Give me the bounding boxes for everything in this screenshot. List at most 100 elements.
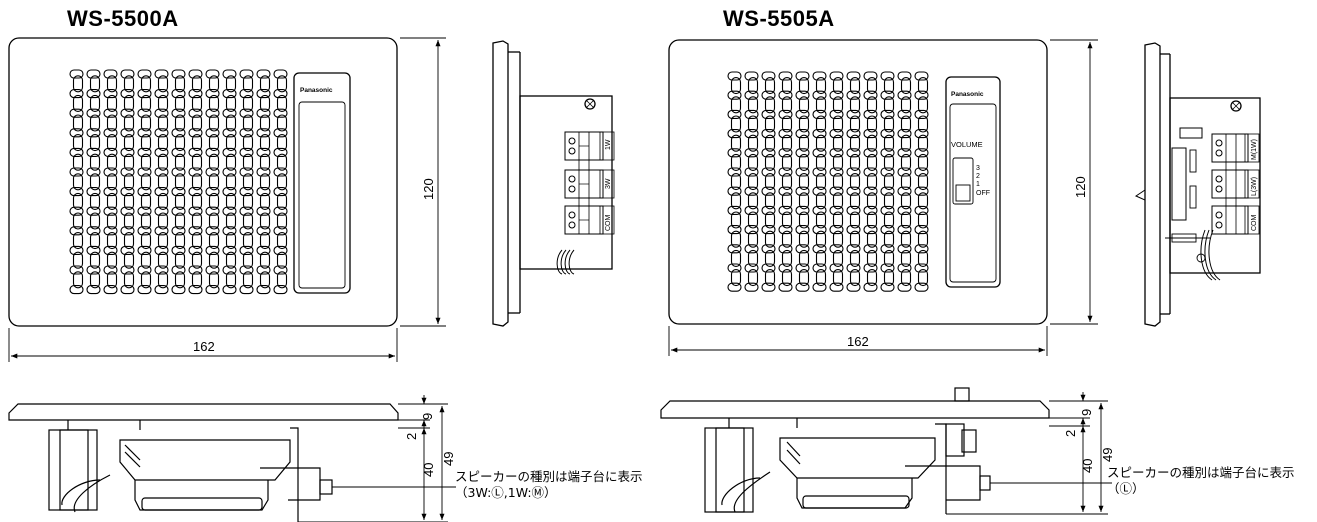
grille-slot bbox=[730, 115, 742, 133]
grille-slot bbox=[205, 167, 220, 177]
terminal-label-com: COM bbox=[605, 215, 612, 232]
terminal-label-l: L(3W) bbox=[1251, 177, 1258, 196]
grille-slot bbox=[849, 77, 861, 95]
grille-slot bbox=[764, 153, 776, 171]
grille-slot bbox=[727, 148, 742, 158]
grille-slot bbox=[171, 167, 186, 177]
grille-slot bbox=[795, 109, 810, 119]
grille-slot bbox=[137, 265, 152, 275]
grille-slot bbox=[761, 225, 776, 235]
grille-slot bbox=[764, 230, 776, 248]
grille-slot bbox=[137, 89, 152, 99]
grille-slot bbox=[883, 211, 895, 229]
side-view-left bbox=[492, 40, 615, 327]
grille-slot bbox=[256, 147, 271, 157]
grille-slot bbox=[917, 173, 929, 191]
grille-slot bbox=[72, 75, 84, 93]
grille-slot bbox=[727, 167, 742, 177]
grille-slot bbox=[106, 232, 118, 250]
grille-slot bbox=[188, 285, 203, 295]
grille-slot bbox=[171, 245, 186, 255]
grille-slot bbox=[764, 192, 776, 210]
grille-slot bbox=[761, 109, 776, 119]
grille-slot bbox=[798, 249, 810, 267]
grille-slot bbox=[730, 96, 742, 114]
grille-slot bbox=[225, 192, 237, 210]
grille-slot bbox=[812, 148, 827, 158]
grille-slot bbox=[106, 251, 118, 269]
grille-slot bbox=[157, 232, 169, 250]
grille-slot bbox=[730, 173, 742, 191]
grille-slot bbox=[276, 212, 288, 230]
grille-slot bbox=[174, 271, 186, 289]
grille-slot bbox=[866, 269, 878, 287]
front-view-right bbox=[668, 39, 1048, 325]
grille-slot bbox=[256, 265, 271, 275]
grille-slot bbox=[140, 212, 152, 230]
grille-slot bbox=[120, 285, 135, 295]
grille-slot bbox=[154, 69, 169, 79]
grille-slot bbox=[140, 251, 152, 269]
grille-slot bbox=[866, 96, 878, 114]
grille-slot bbox=[273, 226, 288, 236]
grille-slot bbox=[86, 167, 101, 177]
grille-slot bbox=[239, 187, 254, 197]
grille-slot bbox=[900, 96, 912, 114]
grille-slot bbox=[137, 285, 152, 295]
grille-slot bbox=[89, 173, 101, 191]
grille-slot bbox=[744, 205, 759, 215]
grille-slot bbox=[103, 108, 118, 118]
grille-slot bbox=[242, 251, 254, 269]
grille-slot bbox=[744, 109, 759, 119]
grille-slot bbox=[778, 282, 793, 292]
grille-slot bbox=[897, 263, 912, 273]
grille-slot bbox=[744, 129, 759, 139]
grille-slot bbox=[157, 94, 169, 112]
grille-slot bbox=[157, 212, 169, 230]
grille-slot bbox=[256, 69, 271, 79]
grille-slot bbox=[764, 211, 776, 229]
grille-slot bbox=[154, 167, 169, 177]
grille-slot bbox=[781, 230, 793, 248]
grille-slot bbox=[205, 147, 220, 157]
grille-slot bbox=[832, 230, 844, 248]
grille-slot bbox=[815, 77, 827, 95]
grille-slot bbox=[812, 186, 827, 196]
grille-slot bbox=[188, 128, 203, 138]
grille-slot bbox=[832, 249, 844, 267]
grille-slot bbox=[914, 71, 929, 81]
grille-slot bbox=[798, 77, 810, 95]
grille-slot bbox=[69, 245, 84, 255]
grille-slot bbox=[120, 69, 135, 79]
grille-slot bbox=[829, 109, 844, 119]
grille-slot bbox=[832, 134, 844, 152]
grille-slot bbox=[120, 245, 135, 255]
grille-slot bbox=[259, 153, 271, 171]
dim-total-depth-right: 49 bbox=[1100, 448, 1115, 462]
grille-slot bbox=[795, 282, 810, 292]
grille-slot bbox=[727, 186, 742, 196]
grille-slot bbox=[191, 232, 203, 250]
grille-slot bbox=[778, 263, 793, 273]
grille-slot bbox=[880, 129, 895, 139]
grille-slot bbox=[730, 192, 742, 210]
grille-slot bbox=[222, 265, 237, 275]
grille-slot bbox=[154, 108, 169, 118]
grille-slot bbox=[86, 206, 101, 216]
grille-slot bbox=[69, 265, 84, 275]
grille-slot bbox=[72, 232, 84, 250]
grille-slot bbox=[866, 192, 878, 210]
grille-slot bbox=[900, 192, 912, 210]
grille-slot bbox=[917, 153, 929, 171]
grille-slot bbox=[914, 167, 929, 177]
grille-slot bbox=[273, 265, 288, 275]
grille-slot bbox=[86, 147, 101, 157]
grille-slot bbox=[846, 90, 861, 100]
note-line-1: スピーカーの種別は端子台に表示 bbox=[1107, 465, 1295, 480]
speaker-grille-left bbox=[69, 69, 288, 295]
grille-slot bbox=[849, 269, 861, 287]
grille-slot bbox=[120, 108, 135, 118]
bottom-view-right bbox=[660, 387, 1050, 514]
grille-slot bbox=[239, 206, 254, 216]
